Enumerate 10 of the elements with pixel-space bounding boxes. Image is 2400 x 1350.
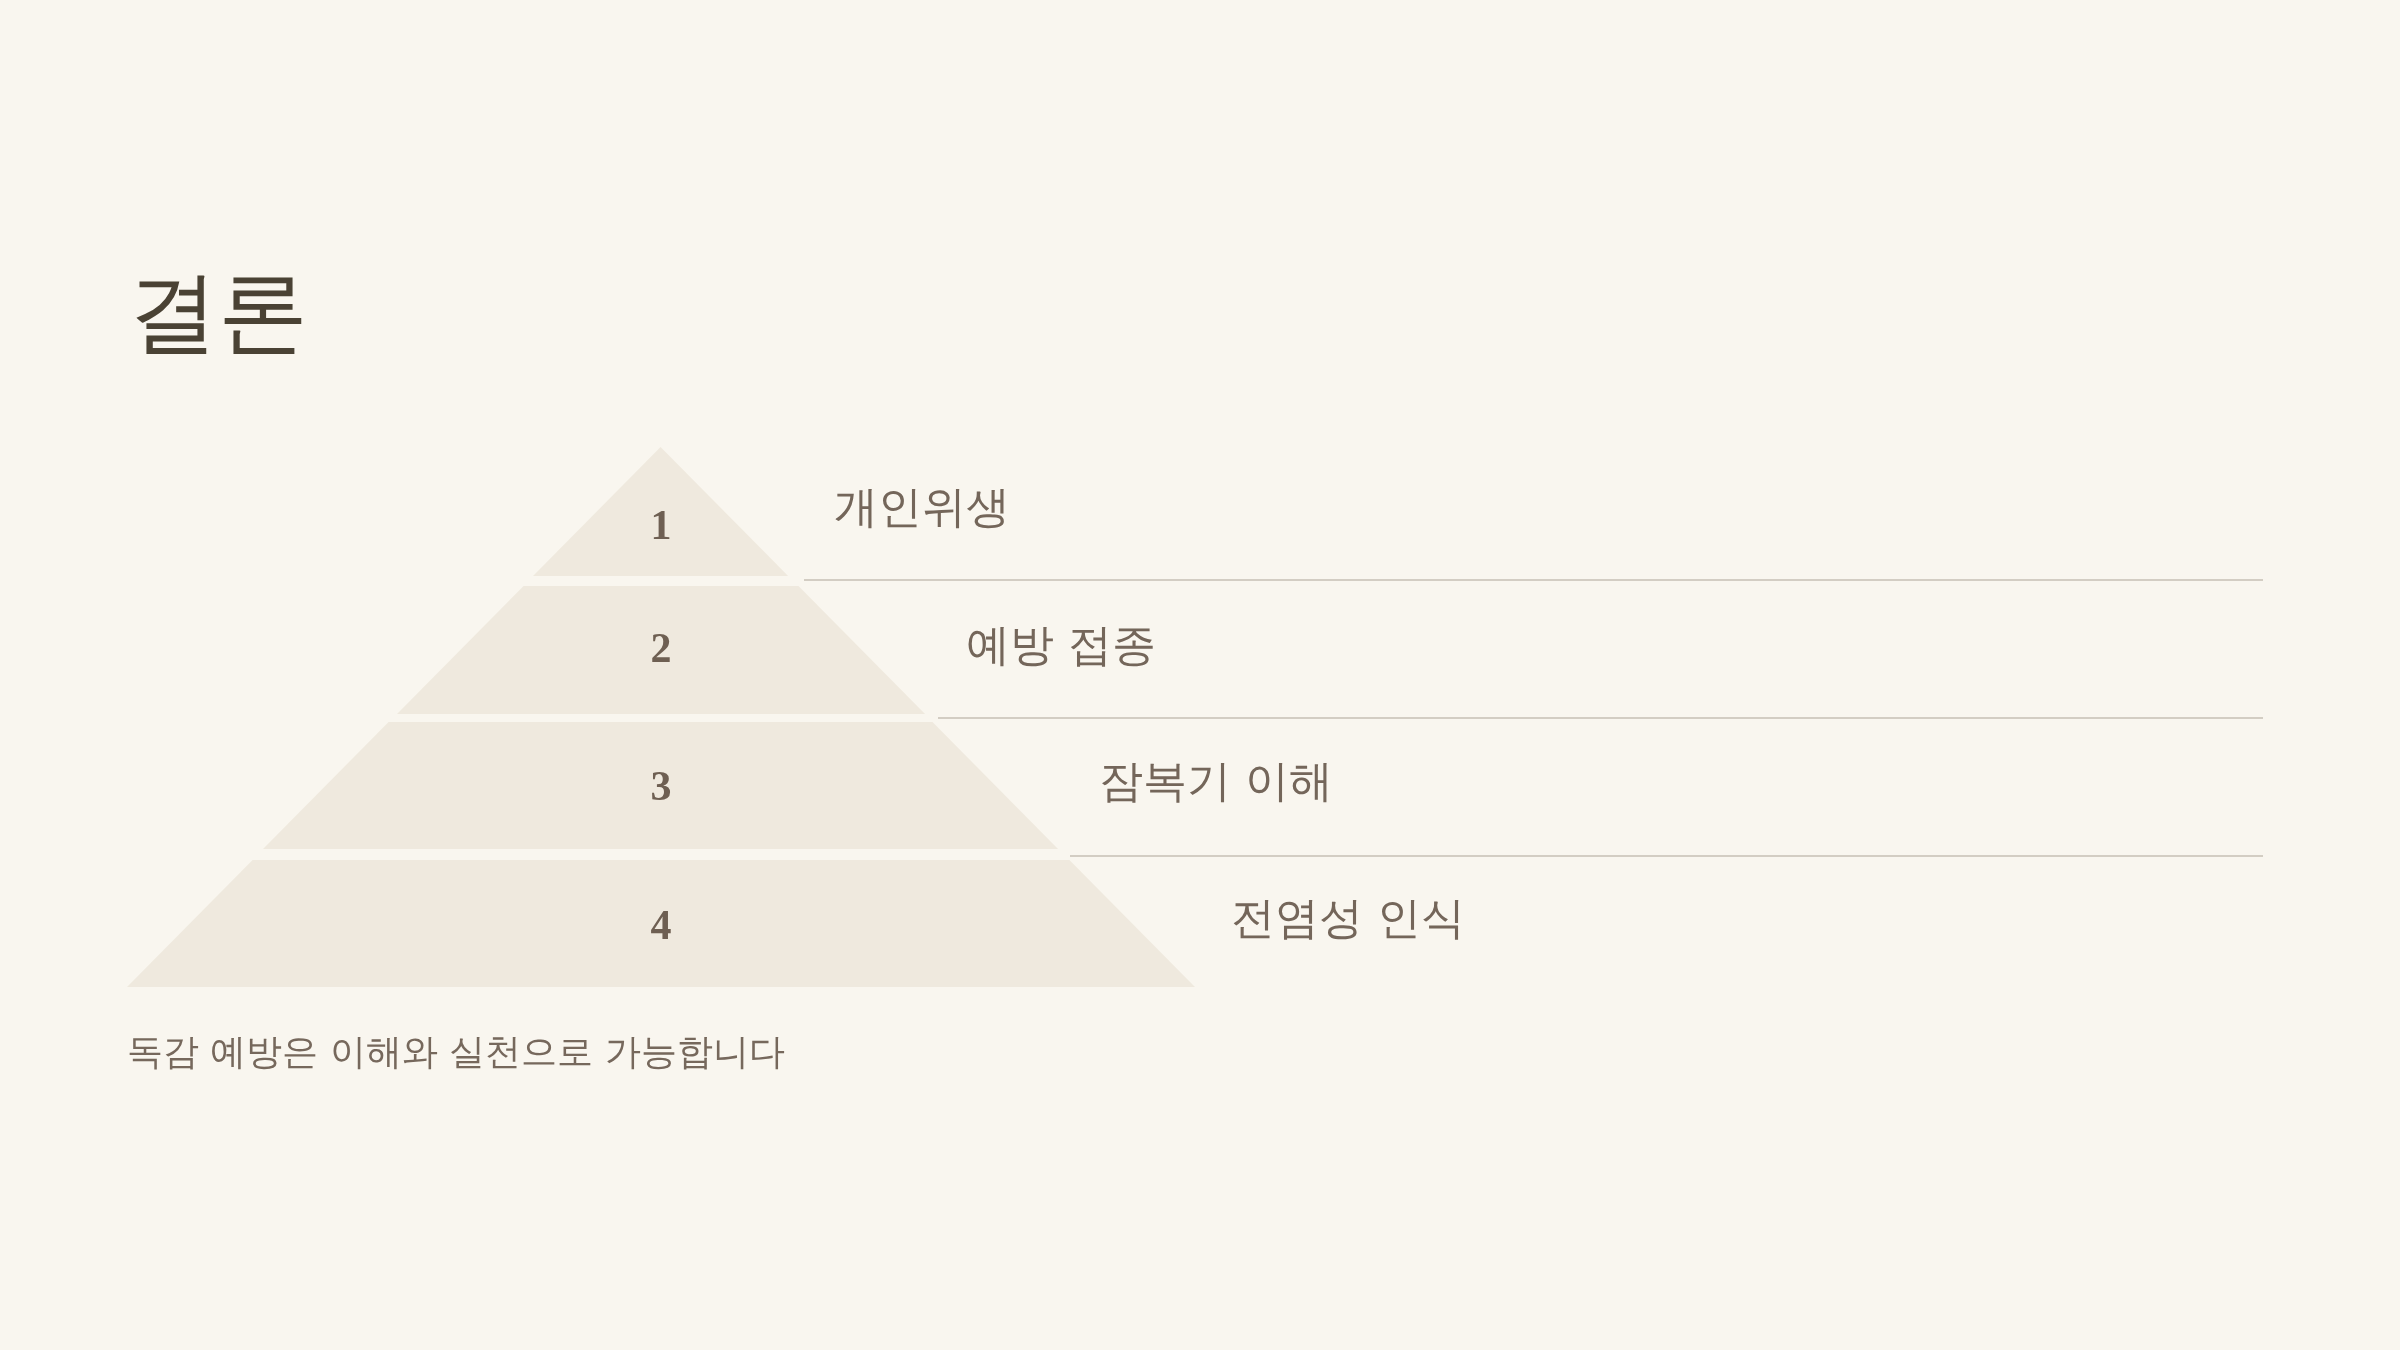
tier-number: 3 <box>650 761 672 811</box>
tier-number: 2 <box>650 623 672 673</box>
caption-text: 독감 예방은 이해와 실천으로 가능합니다 <box>127 1031 785 1073</box>
tier-label: 예방 접종 <box>966 619 1156 671</box>
tier-number: 1 <box>650 500 672 550</box>
tier-label: 개인위생 <box>834 481 1010 533</box>
slide-title: 결론 <box>128 260 308 364</box>
tier-number: 4 <box>650 900 672 950</box>
tier-label: 전염성 인식 <box>1231 892 1465 944</box>
tier-label: 잠복기 이해 <box>1099 755 1333 807</box>
